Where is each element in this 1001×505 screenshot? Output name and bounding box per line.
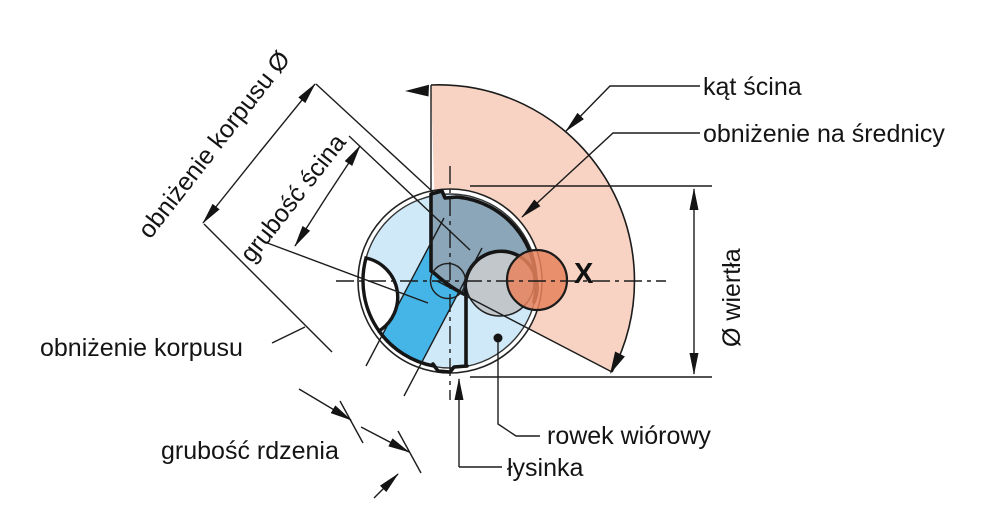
sector-edge-diagonal-line <box>436 280 613 373</box>
point-orange-circle <box>505 248 569 312</box>
label-drill-diameter: Ø wiertła <box>718 248 746 347</box>
lower-land-edge <box>377 329 436 368</box>
chisel-angle-arc <box>430 84 636 373</box>
chip-flute-leader-dot <box>493 333 503 343</box>
core-thickness-dim-arrow-2 <box>360 426 410 453</box>
chisel-thickness-dim-arrow-down <box>294 195 328 247</box>
label-chisel-edge-angle: kąt ścina <box>703 73 802 101</box>
core-tangent-line-right <box>403 247 483 397</box>
label-diameter-clearance: obniżenie na średnicy <box>703 120 945 148</box>
core-tangent-line-left <box>365 217 445 367</box>
chisel-thickness-dim-arrow-up <box>326 145 361 197</box>
label-body-clearance: obniżenie korpusu <box>40 334 243 362</box>
extension-line-body-bottom <box>203 223 333 353</box>
label-chip-flute: rowek wiórowy <box>547 422 711 450</box>
arc-arrowhead-top <box>405 84 429 97</box>
label-x-marker: X <box>574 258 594 290</box>
core-thickness-dim-arrow-1 <box>298 388 352 421</box>
chisel-angle-leader <box>565 85 700 132</box>
chip-flute-leader <box>497 342 540 437</box>
core-thickness-dim-arrow-3 <box>373 473 399 499</box>
diameter-clearance-leader <box>521 132 700 218</box>
body-clearance-label-tick <box>271 326 306 344</box>
arc-arrowhead-bottom <box>610 351 625 374</box>
body-clearance-dim-arrow-up <box>258 83 316 154</box>
extension-line-chisel-bottom <box>261 240 429 304</box>
extension-line-body-top <box>315 83 434 193</box>
label-core-thickness: grubość rdzenia <box>161 437 339 465</box>
body-clearance-dim-arrow-down <box>202 152 260 224</box>
label-margin-land: łysinka <box>507 454 584 482</box>
